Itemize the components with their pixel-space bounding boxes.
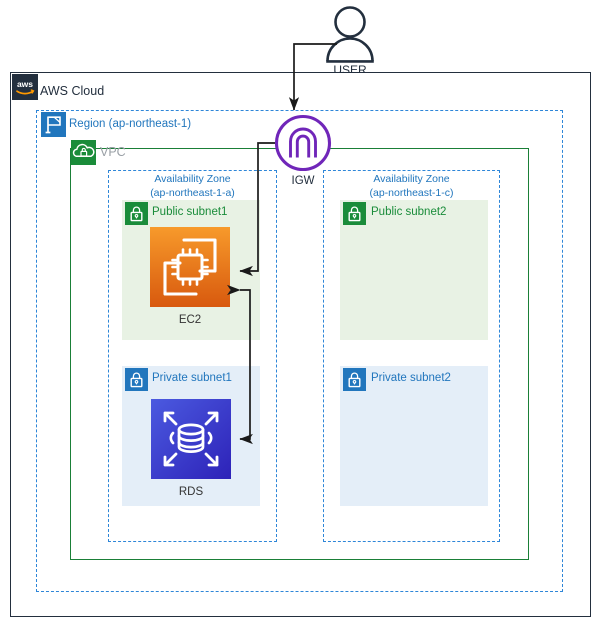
- internet-gateway-icon: [274, 114, 332, 172]
- availability-zone-a-title: Availability Zone (ap-northeast-1-a): [108, 173, 277, 200]
- lock-icon: [125, 368, 148, 391]
- svg-text:aws: aws: [17, 79, 33, 89]
- lock-icon: [343, 368, 366, 391]
- private-subnet-1-label: Private subnet1: [152, 372, 232, 384]
- igw-label: IGW: [291, 175, 315, 187]
- region-container: [36, 110, 563, 592]
- private-subnet-2-label: Private subnet2: [371, 372, 451, 384]
- public-subnet-2-label: Public subnet2: [371, 206, 447, 218]
- ec2-label: EC2: [178, 314, 202, 326]
- aws-cloud-label: AWS Cloud: [40, 84, 105, 98]
- lock-icon: [343, 202, 366, 225]
- region-flag-icon: [41, 112, 66, 137]
- rds-label: RDS: [178, 486, 204, 498]
- az-a-title-line2: (ap-northeast-1-a): [150, 186, 235, 199]
- user-icon: [322, 5, 378, 63]
- vpc-label: VPC: [100, 145, 126, 159]
- availability-zone-c-container: [323, 170, 500, 542]
- aws-logo-icon: aws: [12, 74, 38, 100]
- az-c-title-line2: (ap-northeast-1-c): [369, 186, 454, 199]
- public-subnet-1-label: Public subnet1: [152, 206, 228, 218]
- availability-zone-c-title: Availability Zone (ap-northeast-1-c): [323, 173, 500, 200]
- availability-zone-a-container: [108, 170, 277, 542]
- vpc-cloud-icon: [71, 140, 96, 165]
- lock-icon: [125, 202, 148, 225]
- rds-icon: [151, 399, 231, 479]
- ec2-icon: [150, 227, 230, 307]
- az-c-title-line1: Availability Zone: [373, 173, 450, 185]
- region-label: Region (ap-northeast-1): [69, 118, 192, 130]
- az-a-title-line1: Availability Zone: [154, 173, 231, 185]
